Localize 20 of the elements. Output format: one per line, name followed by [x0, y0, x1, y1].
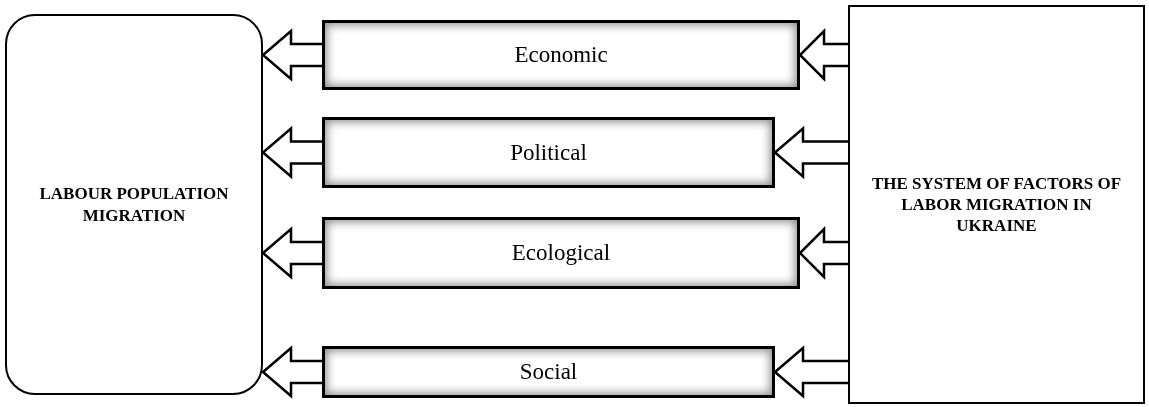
block-arrow [261, 226, 324, 280]
block-arrow [773, 125, 850, 180]
node-label: Ecological [511, 240, 611, 266]
block-arrow [798, 226, 850, 280]
node-label: LABOUR POPULATION MIGRATION [38, 183, 230, 226]
node-label: Political [510, 139, 587, 166]
block-arrow [261, 28, 324, 82]
node-label: Economic [514, 42, 608, 68]
factor-box [322, 20, 800, 90]
factor-box [322, 117, 775, 188]
rounded-box [5, 14, 263, 395]
block-arrow [773, 345, 850, 399]
factor-box [322, 346, 775, 398]
block-arrow [798, 28, 850, 82]
block-arrow [261, 345, 324, 399]
factor-box [322, 217, 800, 289]
process-box [848, 5, 1145, 404]
node-label: Social [519, 359, 578, 385]
node-label: THE SYSTEM OF FACTORS OF LABOR MIGRATION IN UKRAINE [870, 172, 1123, 237]
block-arrow [261, 125, 324, 180]
